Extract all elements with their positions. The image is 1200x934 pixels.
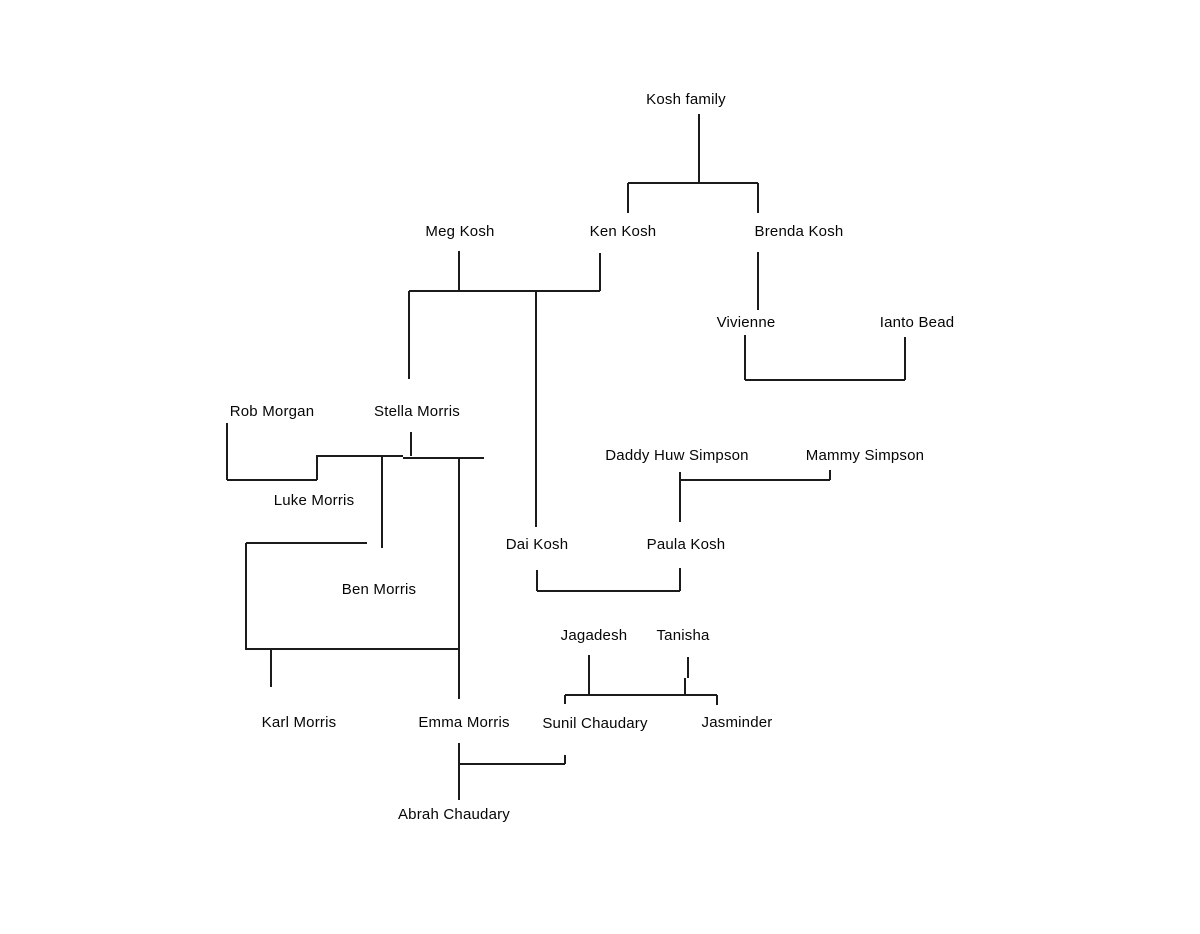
person-rob-morgan: Rob Morgan [229,402,315,420]
person-meg-kosh: Meg Kosh [425,222,495,240]
person-paula-kosh: Paula Kosh [646,535,726,553]
person-emma-morris: Emma Morris [418,713,510,731]
person-tanisha: Tanisha [656,626,710,644]
person-luke-morris: Luke Morris [273,491,355,509]
person-vivienne: Vivienne [716,313,776,331]
person-stella-morris: Stella Morris [374,402,460,420]
person-karl-morris: Karl Morris [261,713,337,731]
person-ben-morris: Ben Morris [341,580,417,598]
person-sunil-chaudary: Sunil Chaudary [542,714,648,732]
person-dai-kosh: Dai Kosh [505,535,569,553]
person-jasminder: Jasminder [701,713,773,731]
person-ken-kosh: Ken Kosh [589,222,657,240]
person-brenda-kosh: Brenda Kosh [754,222,844,240]
person-jagadesh: Jagadesh [560,626,628,644]
person-abrah-chaudary: Abrah Chaudary [397,805,511,823]
person-ianto-bead: Ianto Bead [879,313,955,331]
person-kosh-family: Kosh family [646,90,726,108]
person-daddy-huw-simpson: Daddy Huw Simpson [605,446,749,464]
person-mammy-simpson: Mammy Simpson [805,446,925,464]
